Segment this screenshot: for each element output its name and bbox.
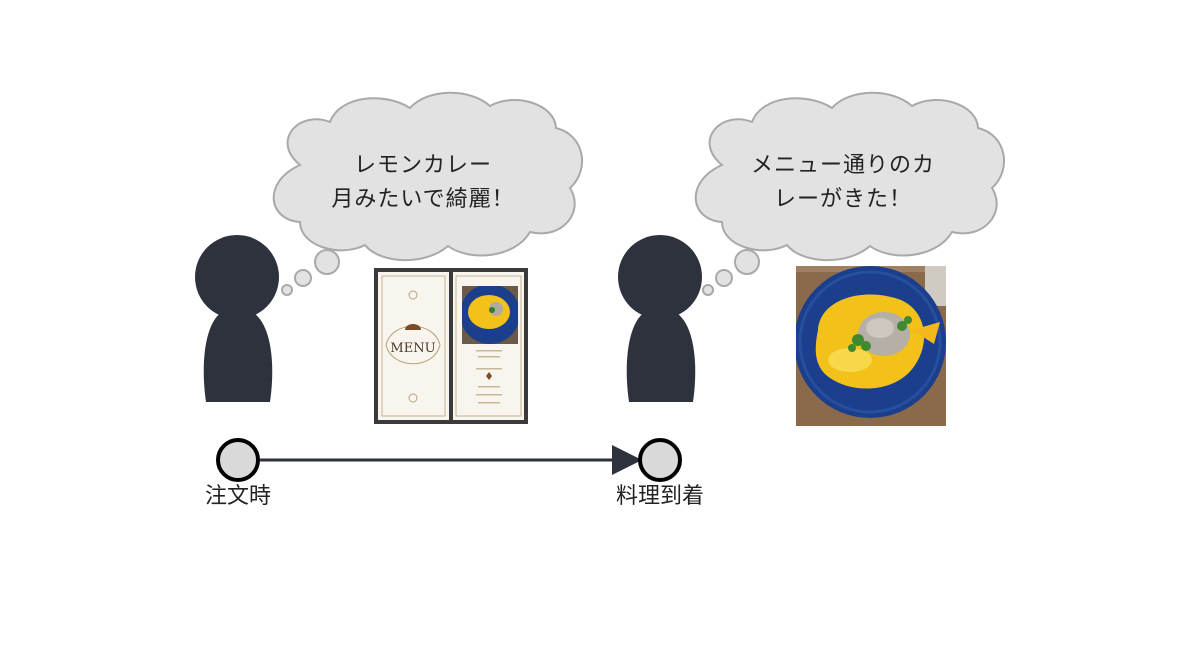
timeline-node-end: [638, 438, 682, 482]
person-left: [195, 235, 279, 402]
person-silhouette-icon: [195, 235, 279, 402]
thought-text-arrival-line2: レーがきた！: [774, 187, 912, 212]
curry-photo: [796, 266, 946, 426]
thought-bubble-icon: [272, 91, 584, 296]
person-silhouette-icon: [618, 235, 702, 402]
timeline-node-start: [216, 438, 260, 482]
person-right: [618, 235, 702, 402]
menu-card-title: MENU: [390, 341, 435, 356]
timeline: 注文時 料理到着: [205, 438, 704, 509]
thought-text-arrival-line1: メニュー通りのカ: [751, 153, 935, 178]
timeline-label-end: 料理到着: [616, 484, 704, 509]
timeline-label-start: 注文時: [205, 484, 271, 509]
menu-card-image: MENU: [374, 268, 528, 424]
thought-bubble-icon: [694, 91, 1006, 296]
thought-bubble-left: レモンカレー 月みたいで綺麗！: [272, 91, 584, 296]
thought-text-order-line1: レモンカレー: [354, 153, 492, 178]
thought-bubble-right: メニュー通りのカ レーがきた！: [694, 91, 1006, 296]
thought-text-order-line2: 月みたいで綺麗！: [331, 187, 514, 212]
